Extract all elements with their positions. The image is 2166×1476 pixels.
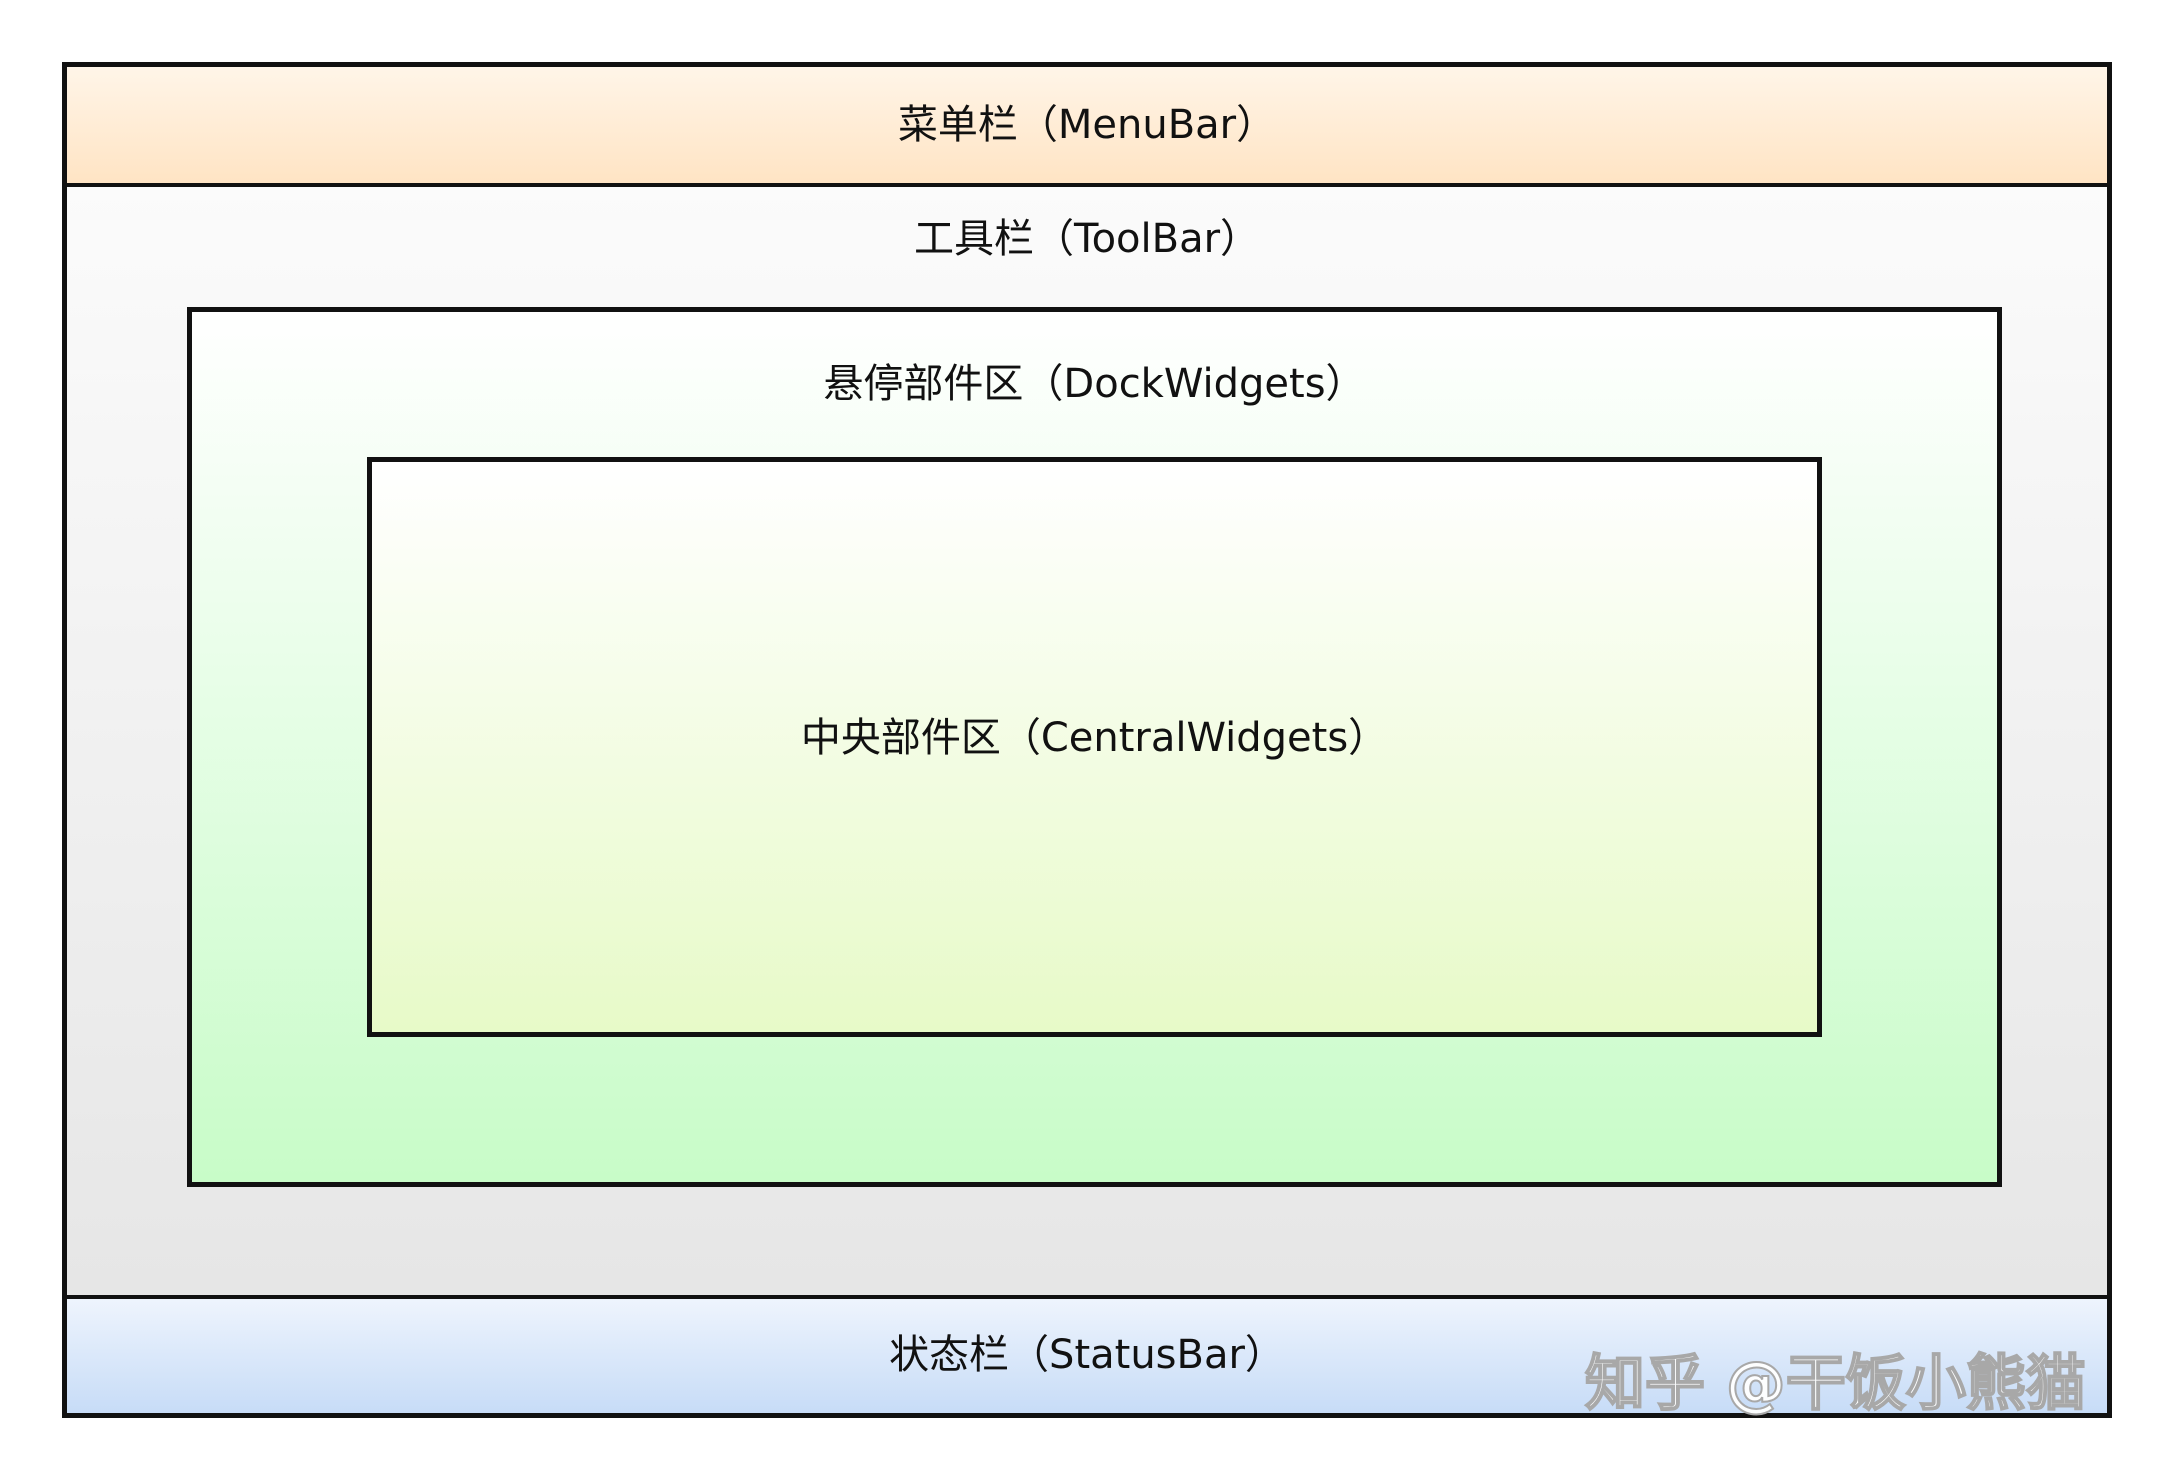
main-window-diagram: 菜单栏（MenuBar） 工具栏（ToolBar） 悬停部件区（DockWidg…: [62, 62, 2112, 1418]
menubar-label: 菜单栏（MenuBar）: [897, 102, 1277, 148]
dock-widgets-label: 悬停部件区（DockWidgets）: [823, 361, 1366, 407]
dock-widgets-region: 悬停部件区（DockWidgets） 中央部件区（CentralWidgets）: [187, 307, 2002, 1187]
central-widget-region: 中央部件区（CentralWidgets）: [367, 457, 1822, 1037]
toolbar-label: 工具栏（ToolBar）: [913, 216, 1261, 262]
watermark: 知乎 @干饭小熊猫: [1584, 1348, 2087, 1420]
menubar-region: 菜单栏（MenuBar）: [67, 67, 2107, 187]
central-widget-label: 中央部件区（CentralWidgets）: [800, 715, 1389, 761]
statusbar-label: 状态栏（StatusBar）: [889, 1332, 1285, 1378]
toolbar-region: 工具栏（ToolBar） 悬停部件区（DockWidgets） 中央部件区（Ce…: [67, 187, 2107, 1295]
statusbar-region: 状态栏（StatusBar）: [67, 1295, 2107, 1413]
